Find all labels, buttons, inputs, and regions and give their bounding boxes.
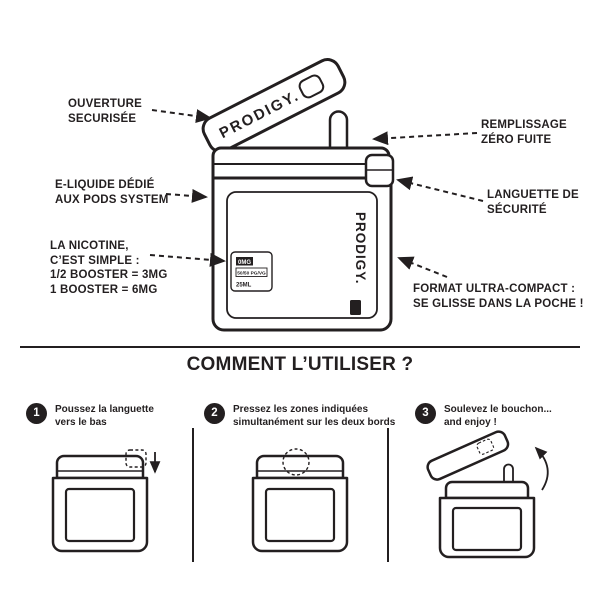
arrow-nicotine xyxy=(149,252,226,267)
step-1-header: 1 Poussez la languette vers le bas xyxy=(26,403,186,429)
callout-languette: LANGUETTE DE SÉCURITÉ xyxy=(487,188,579,217)
step-2-illustration xyxy=(251,448,349,553)
step-1-illustration xyxy=(51,449,161,553)
callout-arrows xyxy=(149,109,484,278)
callout-line: LA NICOTINE, xyxy=(50,240,129,252)
step-3-header: 3 Soulevez le bouchon... and enjoy ! xyxy=(415,403,580,429)
step-3-text: Soulevez le bouchon... and enjoy ! xyxy=(444,404,552,428)
ratio-chip xyxy=(235,267,268,277)
step-divider-2 xyxy=(387,428,389,562)
callout-line: AUX PODS SYSTEM xyxy=(55,193,169,206)
step3-label xyxy=(451,506,523,552)
callout-line: E-LIQUIDE DÉDIÉ xyxy=(55,179,155,191)
arrow-ouverture xyxy=(151,109,212,124)
step2-press-zone-highlight xyxy=(282,448,310,476)
callout-line: ZÉRO FUITE xyxy=(481,133,552,146)
step1-label xyxy=(64,487,136,543)
step-divider-1 xyxy=(192,428,194,562)
step3-lift-arrow xyxy=(534,446,549,491)
callout-line: REMPLISSAGE xyxy=(481,119,567,131)
callout-line: C’EST SIMPLE : xyxy=(50,254,140,267)
callout-line: OUVERTURE xyxy=(68,98,143,110)
callout-nicotine: LA NICOTINE, C’EST SIMPLE : 1/2 BOOSTER … xyxy=(50,239,167,297)
step1-tab-highlight xyxy=(125,449,147,468)
step3-lid-open xyxy=(426,430,510,481)
body-brand-text: PRODIGY. xyxy=(353,212,368,285)
step3-nozzle xyxy=(503,463,514,482)
arrow-format xyxy=(397,256,448,278)
callout-line: FORMAT ULTRA-COMPACT : xyxy=(413,283,576,295)
volume-text: 25ML xyxy=(236,283,252,289)
bottle-lid-open: PRODIGY. xyxy=(201,58,347,153)
step-1-number-badge: 1 xyxy=(26,403,47,424)
step2-label xyxy=(264,487,336,543)
callout-eliquide: E-LIQUIDE DÉDIÉ AUX PODS SYSTEM xyxy=(55,178,169,207)
step-2-text: Pressez les zones indiquées simultanémen… xyxy=(233,404,396,428)
bottle-label xyxy=(226,191,378,319)
step1-body xyxy=(51,476,149,553)
bottle-diagram-illustration: PRODIGY. PRODIGY. 0MG 50/50 PG/VG 25ML xyxy=(149,58,484,332)
step3-body xyxy=(438,496,536,559)
step-2-header: 2 Pressez les zones indiquées simultaném… xyxy=(204,403,395,429)
step-2-number-badge: 2 xyxy=(204,403,225,424)
horizontal-divider xyxy=(20,346,580,348)
callout-line: 1/2 BOOSTER = 3MG xyxy=(50,269,168,281)
callout-line: 1 BOOSTER = 6MG xyxy=(50,283,158,296)
callout-ouverture: OUVERTURE SECURISÉE xyxy=(68,97,142,126)
arrow-eliquide xyxy=(165,188,208,203)
callout-format: FORMAT ULTRA-COMPACT : SE GLISSE DANS LA… xyxy=(413,282,584,311)
step-3-illustration xyxy=(426,430,549,559)
callout-remplissage: REMPLISSAGE ZÉRO FUITE xyxy=(481,118,567,147)
strength-chip xyxy=(236,257,253,266)
callout-line: SE GLISSE DANS LA POCHE ! xyxy=(413,297,584,310)
howto-title: COMMENT L’UTILISER ? xyxy=(186,354,414,375)
arrow-remplissage xyxy=(372,131,478,146)
ratio-text: 50/50 PG/VG xyxy=(237,271,266,277)
callout-line: SÉCURITÉ xyxy=(487,203,547,216)
lid-seal-hole xyxy=(298,74,325,99)
step3-cap xyxy=(444,480,530,500)
bottle-body xyxy=(211,176,393,332)
strength-text: 0MG xyxy=(238,260,251,266)
callout-line: SECURISÉE xyxy=(68,112,137,125)
safety-tab xyxy=(364,153,395,188)
callout-line: LANGUETTE DE xyxy=(487,189,579,201)
arrow-languette xyxy=(396,176,484,202)
label-info-box: 0MG 50/50 PG/VG 25ML xyxy=(230,251,273,292)
step-3-number-badge: 3 xyxy=(415,403,436,424)
body-brand-badge xyxy=(350,300,361,315)
step2-body xyxy=(251,476,349,553)
step-1-text: Poussez la languette vers le bas xyxy=(55,404,154,428)
